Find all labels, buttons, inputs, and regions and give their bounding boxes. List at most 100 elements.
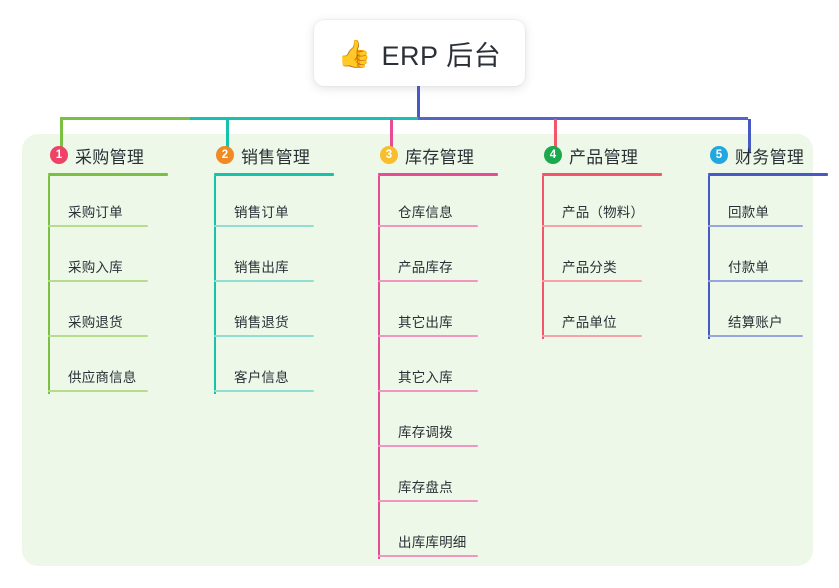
branch-title-product: 产品管理 bbox=[569, 147, 639, 167]
leaf-item[interactable]: 销售出库 bbox=[196, 231, 334, 286]
leaf-item-rule bbox=[708, 280, 803, 282]
leaf-item-label: 销售退货 bbox=[234, 315, 289, 330]
branch-drop-connector-finance bbox=[748, 119, 751, 152]
leaf-item[interactable]: 其它出库 bbox=[360, 286, 498, 341]
branch-header-product[interactable]: 4 产品管理 bbox=[524, 140, 662, 170]
leaf-item[interactable]: 采购入库 bbox=[30, 231, 168, 286]
leaf-item-rule bbox=[48, 390, 148, 392]
leaf-item-rule bbox=[542, 335, 642, 337]
leaf-item-rule bbox=[542, 280, 642, 282]
leaf-item-label: 销售订单 bbox=[234, 205, 289, 220]
leaf-item-rule bbox=[708, 335, 803, 337]
branch-column-product: 4 产品管理产品（物料） 产品分类产品单位 bbox=[524, 140, 662, 341]
branch-header-rule-purchase bbox=[48, 173, 168, 176]
leaf-item[interactable]: 客户信息 bbox=[196, 341, 334, 396]
leaf-item[interactable]: 产品分类 bbox=[524, 231, 662, 286]
branch-spine-inventory bbox=[378, 176, 380, 559]
branch-header-rule-product bbox=[542, 173, 662, 176]
leaf-item-rule bbox=[378, 335, 478, 337]
leaf-item-label: 供应商信息 bbox=[68, 370, 137, 385]
branch-header-inventory[interactable]: 3 库存管理 bbox=[360, 140, 498, 170]
leaf-item-label: 产品单位 bbox=[562, 315, 617, 330]
leaf-item-label: 客户信息 bbox=[234, 370, 289, 385]
branch-items-product: 产品（物料） 产品分类产品单位 bbox=[524, 176, 662, 341]
leaf-item-rule bbox=[48, 225, 148, 227]
branch-spine-purchase bbox=[48, 176, 50, 394]
leaf-item[interactable]: 供应商信息 bbox=[30, 341, 168, 396]
branch-number-badge-product: 4 bbox=[544, 146, 562, 164]
leaf-item-label: 付款单 bbox=[728, 260, 770, 275]
leaf-item[interactable]: 付款单 bbox=[690, 231, 828, 286]
branch-spine-sales bbox=[214, 176, 216, 394]
leaf-item-rule bbox=[48, 280, 148, 282]
leaf-item-label: 采购入库 bbox=[68, 260, 123, 275]
leaf-item-label: 产品（物料） bbox=[562, 205, 645, 220]
bus-segment-green bbox=[60, 117, 190, 120]
leaf-item[interactable]: 采购订单 bbox=[30, 176, 168, 231]
branch-header-purchase[interactable]: 1 采购管理 bbox=[30, 140, 168, 170]
branch-title-sales: 销售管理 bbox=[241, 147, 311, 167]
leaf-item-label: 库存盘点 bbox=[398, 480, 453, 495]
branch-number-badge-inventory: 3 bbox=[380, 146, 398, 164]
branch-drop-connector-product bbox=[554, 119, 557, 152]
branch-items-inventory: 仓库信息产品库存其它出库其它入库库存调拨库存盘点出库库明细 bbox=[360, 176, 498, 561]
leaf-item-rule bbox=[214, 225, 314, 227]
branch-title-purchase: 采购管理 bbox=[75, 147, 145, 167]
branch-column-purchase: 1 采购管理采购订单采购入库采购退货供应商信息 bbox=[30, 140, 168, 396]
root-node-label: ERP 后台 bbox=[381, 40, 502, 71]
branch-title-finance: 财务管理 bbox=[735, 147, 805, 167]
leaf-item-rule bbox=[378, 280, 478, 282]
leaf-item-label: 库存调拨 bbox=[398, 425, 453, 440]
leaf-item-label: 其它入库 bbox=[398, 370, 453, 385]
branch-items-finance: 回款单付款单结算账户 bbox=[690, 176, 828, 341]
leaf-item-rule bbox=[214, 280, 314, 282]
root-stem-connector bbox=[417, 86, 420, 119]
leaf-item-rule bbox=[378, 225, 478, 227]
leaf-item-rule bbox=[378, 445, 478, 447]
branch-number-badge-purchase: 1 bbox=[50, 146, 68, 164]
branch-spine-finance bbox=[708, 176, 710, 339]
leaf-item-label: 仓库信息 bbox=[398, 205, 453, 220]
leaf-item-rule bbox=[378, 500, 478, 502]
leaf-item[interactable]: 销售订单 bbox=[196, 176, 334, 231]
leaf-item[interactable]: 回款单 bbox=[690, 176, 828, 231]
thumbs-up-icon: 👍 bbox=[337, 38, 372, 69]
leaf-item-label: 销售出库 bbox=[234, 260, 289, 275]
branch-title-inventory: 库存管理 bbox=[405, 147, 475, 167]
leaf-item-rule bbox=[48, 335, 148, 337]
leaf-item-label: 结算账户 bbox=[728, 315, 783, 330]
leaf-item[interactable]: 产品库存 bbox=[360, 231, 498, 286]
leaf-item[interactable]: 其它入库 bbox=[360, 341, 498, 396]
leaf-item[interactable]: 出库库明细 bbox=[360, 506, 498, 561]
leaf-item-rule bbox=[214, 335, 314, 337]
leaf-item[interactable]: 仓库信息 bbox=[360, 176, 498, 231]
branch-items-sales: 销售订单销售出库销售退货客户信息 bbox=[196, 176, 334, 396]
leaf-item-label: 出库库明细 bbox=[398, 535, 467, 550]
leaf-item[interactable]: 结算账户 bbox=[690, 286, 828, 341]
leaf-item[interactable]: 库存盘点 bbox=[360, 451, 498, 506]
leaf-item-label: 产品库存 bbox=[398, 260, 453, 275]
branch-drop-connector-purchase bbox=[60, 119, 63, 152]
leaf-item-rule bbox=[378, 390, 478, 392]
leaf-item[interactable]: 采购退货 bbox=[30, 286, 168, 341]
leaf-item[interactable]: 库存调拨 bbox=[360, 396, 498, 451]
leaf-item[interactable]: 产品单位 bbox=[524, 286, 662, 341]
bus-segment-indigo bbox=[418, 117, 748, 120]
leaf-item[interactable]: 销售退货 bbox=[196, 286, 334, 341]
leaf-item[interactable]: 产品（物料） bbox=[524, 176, 662, 231]
branch-items-purchase: 采购订单采购入库采购退货供应商信息 bbox=[30, 176, 168, 396]
leaf-item-label: 其它出库 bbox=[398, 315, 453, 330]
branch-header-rule-sales bbox=[214, 173, 334, 176]
leaf-item-rule bbox=[708, 225, 803, 227]
branch-header-rule-finance bbox=[708, 173, 828, 176]
bus-segment-teal bbox=[190, 117, 418, 120]
leaf-item-label: 采购订单 bbox=[68, 205, 123, 220]
root-node-erp-backend[interactable]: 👍 ERP 后台 bbox=[314, 20, 525, 86]
branch-drop-connector-inventory bbox=[390, 119, 393, 152]
branch-drop-connector-sales bbox=[226, 119, 229, 152]
branch-column-inventory: 3 库存管理仓库信息产品库存其它出库其它入库库存调拨库存盘点出库库明细 bbox=[360, 140, 498, 561]
